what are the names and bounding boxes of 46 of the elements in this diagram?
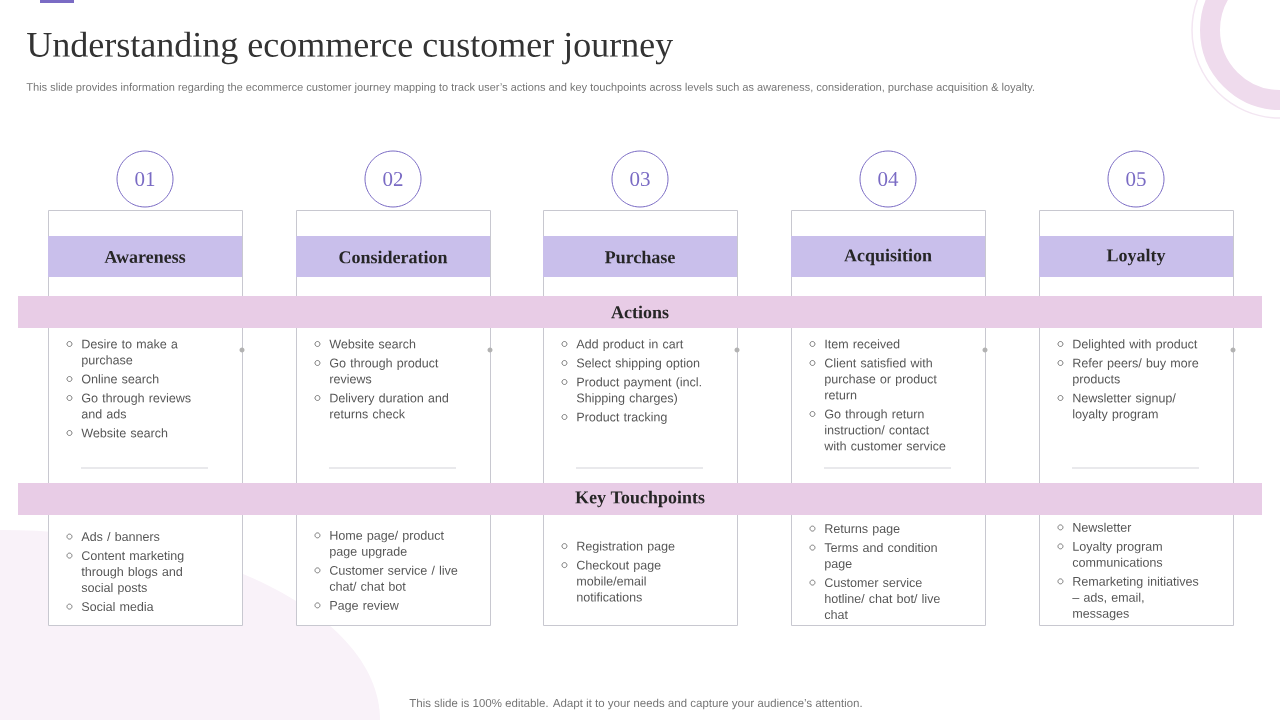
footer-note: This slide is 100% editable. Adapt it to your needs and capture your audience’s attention. (409, 698, 862, 710)
section-band: Key Touchpoints (18, 483, 1262, 515)
bullet-list: Item received Client satisfied with purchase or product return Go through return instruction/ contact with customer service (809, 339, 946, 451)
node-label: Go through product reviews (329, 358, 439, 384)
subtitle: This slide provides information regarding the ecommerce customer journey mapping to track user’s actions and key touchpoints across levels such as awareness, consideration, purchase acquisition & loyalty. (26, 82, 1034, 94)
node-label: Customer service hotline/ chat bot/ live chat (824, 577, 940, 620)
node-label: Go through reviews and ads (81, 393, 191, 419)
bullet-list: Delighted with product Refer peers/ buy more products Newsletter signup/ loyalty program (1057, 339, 1199, 421)
node-label: Client satisfied with purchase or product return (824, 358, 937, 400)
node-label: Registration page (577, 541, 675, 554)
node-label: Page review (330, 600, 399, 613)
bullet-list: Registration page Checkout page mobile/email notifications (561, 541, 675, 602)
bullet-list: Ads / banners Content marketing through blogs and social posts Social media (66, 531, 184, 612)
section-band: Actions (18, 296, 1262, 328)
bullet-list: Home page/ product page upgrade Customer service / live chat/ chat bot Page review (314, 530, 458, 613)
node-label: Refer peers/ buy more products (1073, 358, 1199, 386)
node-label: Newsletter signup/ loyalty program (1073, 393, 1176, 421)
node-label: Loyalty program communications (1072, 541, 1163, 567)
bullet-list: Newsletter Loyalty program communications Remarketing initiatives – ads, email, messages (1057, 522, 1199, 621)
node-label: Checkout page mobile/email notifications (576, 560, 661, 602)
node-label: Product tracking (577, 412, 667, 424)
node-label: Content marketing through blogs and social posts (81, 550, 184, 595)
node-label: Newsletter (1073, 522, 1132, 532)
node-label: Delivery duration and returns check (330, 393, 449, 419)
node-label: Home page/ product page upgrade (330, 530, 444, 559)
node-label: Desire to make a purchase (82, 339, 178, 367)
node-label: Add product in cart (576, 339, 684, 351)
node-label: Online search (81, 374, 159, 384)
title: Understanding ecommerce customer journey (27, 31, 674, 65)
bullet-list: Returns page Terms and condition page Customer service hotline/ chat bot/ live chat (809, 524, 940, 620)
node-label: Product payment (incl. Shipping charges) (576, 377, 701, 405)
node-label: Item received (825, 339, 900, 349)
node-label: Go through return instruction/ contact with customer service (824, 409, 946, 451)
node-label: Customer service / live chat/ chat bot (329, 565, 458, 591)
node-label: Returns page (825, 524, 900, 536)
bullet-list: Add product in cart Select shipping option Product payment (incl. Shipping charges) Product tracking (561, 339, 701, 424)
node-label: Select shipping option (576, 358, 700, 370)
node-label: Terms and condition page (824, 542, 937, 571)
node-label: Ads / banners (81, 531, 160, 542)
node-label: Website search (81, 428, 168, 438)
node-label: Social media (81, 601, 154, 612)
bullet-list: Desire to make a purchase Online search Go through reviews and ads Website search (66, 339, 191, 438)
node-label: Website search (329, 339, 416, 349)
node-label: Delighted with product (1073, 339, 1198, 351)
node-label: Remarketing initiatives – ads, email, messages (1072, 576, 1199, 621)
bullet-list: Website search Go through product reviews Delivery duration and returns check (314, 339, 448, 419)
